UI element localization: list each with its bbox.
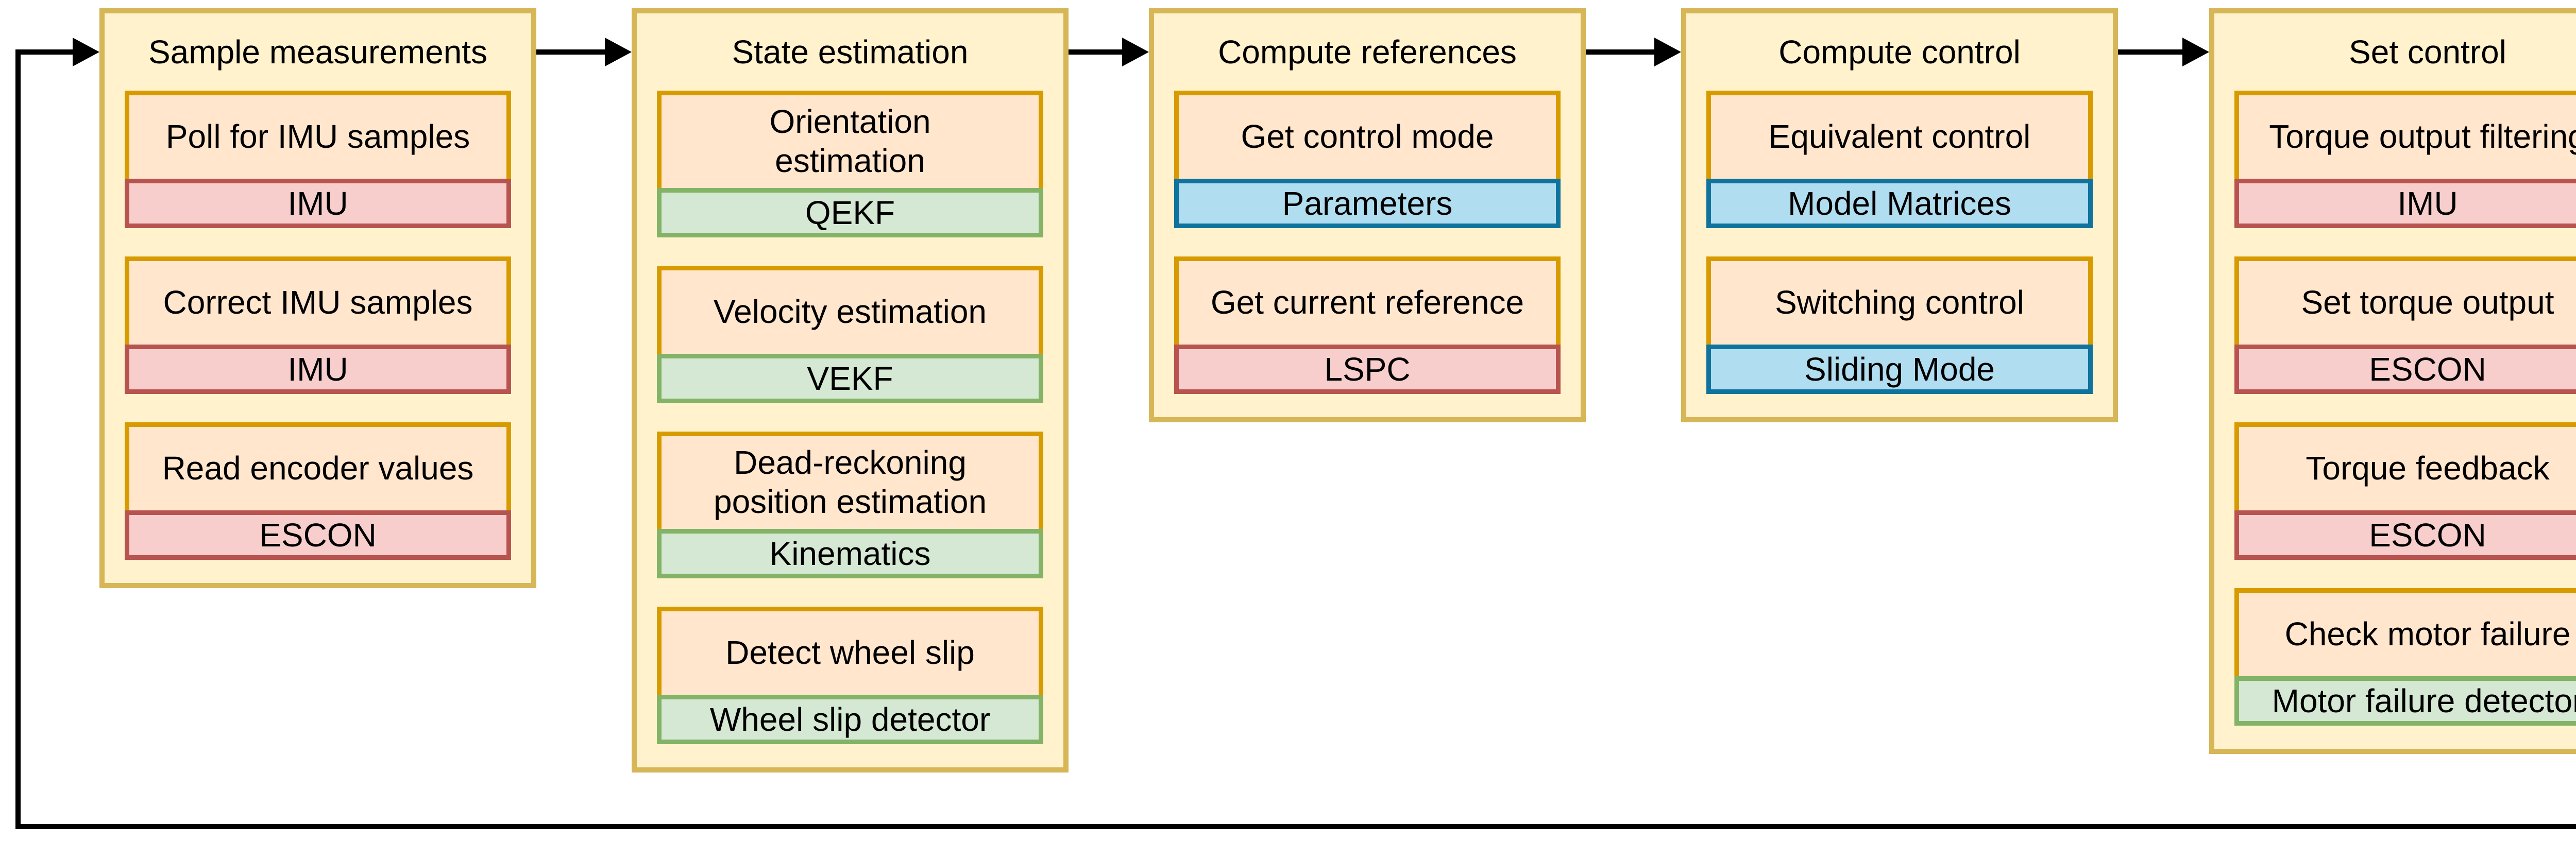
impl-label-lspc: LSPC: [1174, 345, 1561, 394]
block-title: Compute references: [1218, 33, 1517, 71]
block-title: Compute control: [1778, 33, 2021, 71]
flow-arrow-line-1: [536, 49, 605, 55]
impl-label-imu: IMU: [125, 179, 511, 228]
impl-label-sliding-mode: Sliding Mode: [1706, 345, 2093, 394]
feedback-loop-entry-segment: [15, 49, 73, 55]
impl-label-imu: IMU: [125, 345, 511, 394]
task-box-read-encoder-values: Read encoder values: [125, 422, 511, 515]
impl-label-qekf: QEKF: [657, 188, 1043, 237]
task-box-correct-imu-samples: Correct IMU samples: [125, 256, 511, 349]
flow-arrow-line-2: [1069, 49, 1122, 55]
task-box-torque-feedback: Torque feedback: [2234, 422, 2576, 515]
impl-label-motor-failure-detector: Motor failure detector: [2234, 676, 2576, 726]
feedback-loop-left-segment: [15, 49, 21, 829]
impl-label-imu: IMU: [2234, 179, 2576, 228]
impl-label-escon: ESCON: [2234, 510, 2576, 560]
impl-label-escon: ESCON: [2234, 345, 2576, 394]
flow-arrowhead-4: [2182, 38, 2209, 66]
flow-arrow-line-4: [2118, 49, 2182, 55]
impl-label-model-matrices: Model Matrices: [1706, 179, 2093, 228]
feedback-loop-arrowhead: [73, 38, 99, 66]
task-box-velocity-estimation: Velocity estimation: [657, 266, 1043, 358]
impl-label-escon: ESCON: [125, 510, 511, 560]
impl-label-kinematics: Kinematics: [657, 529, 1043, 578]
task-box-detect-wheel-slip: Detect wheel slip: [657, 607, 1043, 699]
task-box-get-current-reference: Get current reference: [1174, 256, 1561, 349]
task-box-check-motor-failure: Check motor failure: [2234, 588, 2576, 681]
task-box-orientation-estimation: Orientation estimation: [657, 91, 1043, 193]
task-box-set-torque-output: Set torque output: [2234, 256, 2576, 349]
impl-label-parameters: Parameters: [1174, 179, 1561, 228]
flow-arrowhead-1: [605, 38, 632, 66]
feedback-loop-bottom-segment: [15, 824, 2576, 829]
flow-arrowhead-3: [1654, 38, 1681, 66]
impl-label-vekf: VEKF: [657, 354, 1043, 403]
task-box-equivalent-control: Equivalent control: [1706, 91, 2093, 183]
task-box-switching-control: Switching control: [1706, 256, 2093, 349]
flow-arrow-line-3: [1586, 49, 1654, 55]
task-box-poll-for-imu-samples: Poll for IMU samples: [125, 91, 511, 183]
block-title: Sample measurements: [148, 33, 488, 71]
task-box-get-control-mode: Get control mode: [1174, 91, 1561, 183]
flow-arrowhead-2: [1122, 38, 1149, 66]
block-title: State estimation: [732, 33, 969, 71]
impl-label-wheel-slip-detector: Wheel slip detector: [657, 695, 1043, 744]
block-title: Set control: [2349, 33, 2506, 71]
task-box-torque-output-filtering: Torque output filtering: [2234, 91, 2576, 183]
task-box-dead-reckoning-position-estimation: Dead-reckoning position estimation: [657, 432, 1043, 534]
